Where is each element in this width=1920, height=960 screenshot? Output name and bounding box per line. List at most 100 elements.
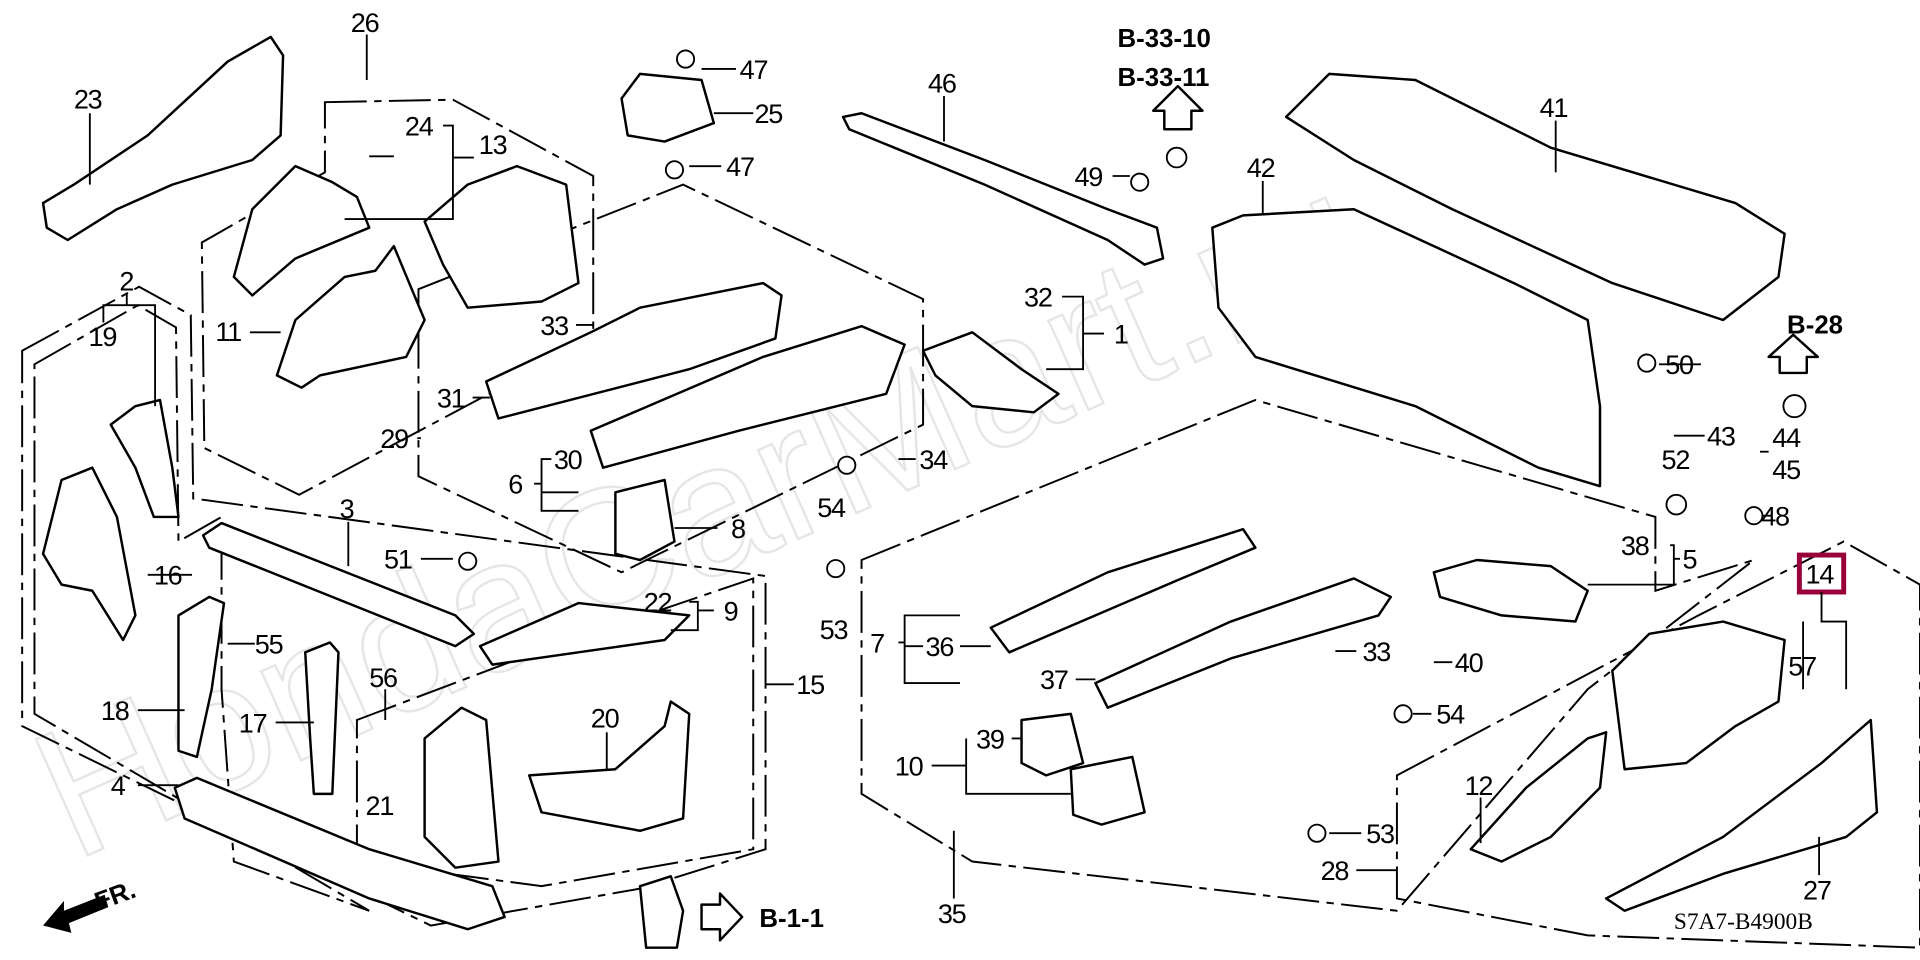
callout[interactable]: 13 <box>479 129 508 160</box>
callout[interactable]: 54 <box>1436 699 1466 730</box>
part-13 <box>423 164 580 309</box>
callout[interactable]: 56 <box>369 662 398 693</box>
part-18 <box>177 595 226 759</box>
callout[interactable]: 5 <box>1682 544 1697 575</box>
callout[interactable]: 39 <box>976 723 1005 754</box>
nut-b-33-icon <box>1165 146 1188 169</box>
callout[interactable]: 18 <box>101 695 130 726</box>
callout-labels: 23 26 24 13 11 2 19 16 18 55 17 4 3 51 5… <box>74 7 1843 935</box>
callout[interactable]: 24 <box>405 110 435 141</box>
callout[interactable]: 31 <box>437 382 466 413</box>
callout[interactable]: 57 <box>1788 651 1817 682</box>
part-20 <box>528 700 691 833</box>
part-4 <box>173 776 506 931</box>
part-5 <box>1432 558 1589 623</box>
callout[interactable]: 22 <box>644 587 673 618</box>
callout[interactable]: 2 <box>119 265 134 296</box>
part-10 <box>1069 755 1146 826</box>
callout[interactable]: 9 <box>724 595 739 626</box>
diagram-code: S7A7-B4900B <box>1674 909 1813 935</box>
callout[interactable]: 54 <box>817 492 847 523</box>
callout[interactable]: 37 <box>1040 664 1069 695</box>
callout[interactable]: 3 <box>340 493 355 524</box>
bolt-51-icon <box>458 551 478 571</box>
reference-b-33-10[interactable]: B-33-10 <box>1118 25 1211 53</box>
fasteners <box>458 49 1807 843</box>
part-42 <box>1211 208 1602 488</box>
callout[interactable]: 17 <box>239 707 268 738</box>
arrow-up-b-28-icon <box>1767 333 1820 375</box>
callout[interactable]: 35 <box>938 898 967 929</box>
callout[interactable]: 55 <box>255 629 284 660</box>
callout[interactable]: 1 <box>1114 318 1129 349</box>
reference-b-1-1[interactable]: B-1-1 <box>759 905 824 933</box>
callout[interactable]: 28 <box>1321 855 1350 886</box>
callout[interactable]: 34 <box>919 444 949 475</box>
callout[interactable]: 46 <box>928 67 957 98</box>
part-37 <box>1094 577 1393 709</box>
bolt-50-icon <box>1637 353 1657 373</box>
callout[interactable]: 47 <box>726 151 755 182</box>
parts <box>41 35 1879 949</box>
part-16 <box>41 466 137 642</box>
callout[interactable]: 33 <box>540 310 569 341</box>
callout[interactable]: 11 <box>215 316 242 347</box>
group-29-outline <box>417 183 925 574</box>
bolt-53-icon <box>826 559 846 579</box>
callout[interactable]: 41 <box>1540 92 1569 123</box>
callout[interactable]: 40 <box>1455 647 1484 678</box>
callout[interactable]: 4 <box>111 770 127 801</box>
part-31 <box>484 281 783 420</box>
part-30 <box>589 324 906 469</box>
callout[interactable]: 30 <box>554 444 583 475</box>
callout[interactable]: 44 <box>1772 422 1802 453</box>
callout[interactable]: 21 <box>366 790 395 821</box>
callout[interactable]: 26 <box>351 7 380 38</box>
callout[interactable]: 19 <box>89 321 118 352</box>
callout[interactable]: 32 <box>1024 281 1053 312</box>
bolt-53b-icon <box>1307 823 1327 843</box>
callout[interactable]: 33 <box>1362 636 1391 667</box>
callout[interactable]: 27 <box>1803 875 1832 906</box>
part-41 <box>1284 72 1786 322</box>
callout[interactable]: 7 <box>870 627 885 658</box>
callout[interactable]: 6 <box>508 469 523 500</box>
callout[interactable]: 8 <box>731 513 746 544</box>
bolt-49-icon <box>1130 172 1150 192</box>
callout[interactable]: 42 <box>1247 152 1276 183</box>
callout[interactable]: 48 <box>1761 501 1790 532</box>
callout[interactable]: 36 <box>926 631 955 662</box>
callout[interactable]: 50 <box>1665 349 1694 380</box>
reference-b-33-11[interactable]: B-33-11 <box>1118 64 1210 92</box>
callout[interactable]: 53 <box>1366 818 1395 849</box>
part-27 <box>1604 718 1879 913</box>
callout[interactable]: 53 <box>820 614 849 645</box>
part-25 <box>620 72 716 143</box>
callout[interactable]: 43 <box>1707 421 1736 452</box>
callout[interactable]: 20 <box>591 702 620 733</box>
callout[interactable]: 16 <box>154 560 183 591</box>
callout[interactable]: 23 <box>74 83 103 114</box>
callout[interactable]: 29 <box>380 423 409 454</box>
callout[interactable]: 10 <box>895 750 924 781</box>
part-36 <box>989 528 1257 654</box>
bolt-54b-icon <box>1393 704 1413 724</box>
part-21 <box>423 706 500 869</box>
part-11 <box>275 244 426 389</box>
front-arrow-icon <box>43 894 109 933</box>
callout-highlighted[interactable]: 14 <box>1806 558 1836 589</box>
callout[interactable]: 52 <box>1662 444 1691 475</box>
part-14 <box>1611 620 1786 771</box>
reference-b-28[interactable]: B-28 <box>1787 312 1843 340</box>
callout[interactable]: 49 <box>1074 161 1103 192</box>
callout[interactable]: 45 <box>1772 454 1801 485</box>
callout[interactable]: 38 <box>1621 530 1650 561</box>
callout[interactable]: 47 <box>740 54 769 85</box>
callout[interactable]: 25 <box>754 98 783 129</box>
callout[interactable]: 51 <box>384 544 413 575</box>
callout[interactable]: 15 <box>796 669 825 700</box>
part-9 <box>478 601 691 666</box>
leader-lines <box>88 34 1848 899</box>
callout[interactable]: 12 <box>1465 770 1494 801</box>
